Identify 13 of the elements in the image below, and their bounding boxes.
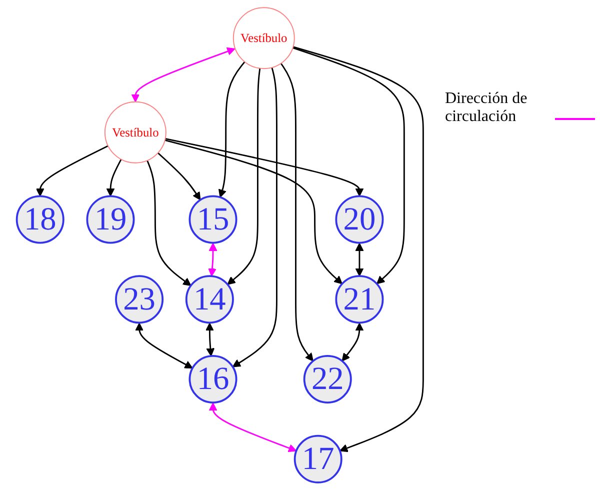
room-circle: 16 (188, 355, 238, 404)
room-circle: 18 (16, 195, 64, 244)
room-circle: 14 (185, 275, 234, 324)
room-circle: 17 (294, 434, 342, 484)
room-circle: 22 (303, 355, 352, 404)
room-circle: 20 (335, 195, 384, 244)
room-circle: Vestíbulo (232, 7, 295, 70)
room-circle: 19 (86, 195, 135, 244)
room-circle: 15 (188, 195, 238, 244)
room-circle: Vestíbulo (104, 101, 166, 164)
legend-text: Dirección de circulación (445, 90, 528, 126)
room-circle: 23 (115, 275, 164, 324)
room-circle: 21 (335, 275, 384, 324)
